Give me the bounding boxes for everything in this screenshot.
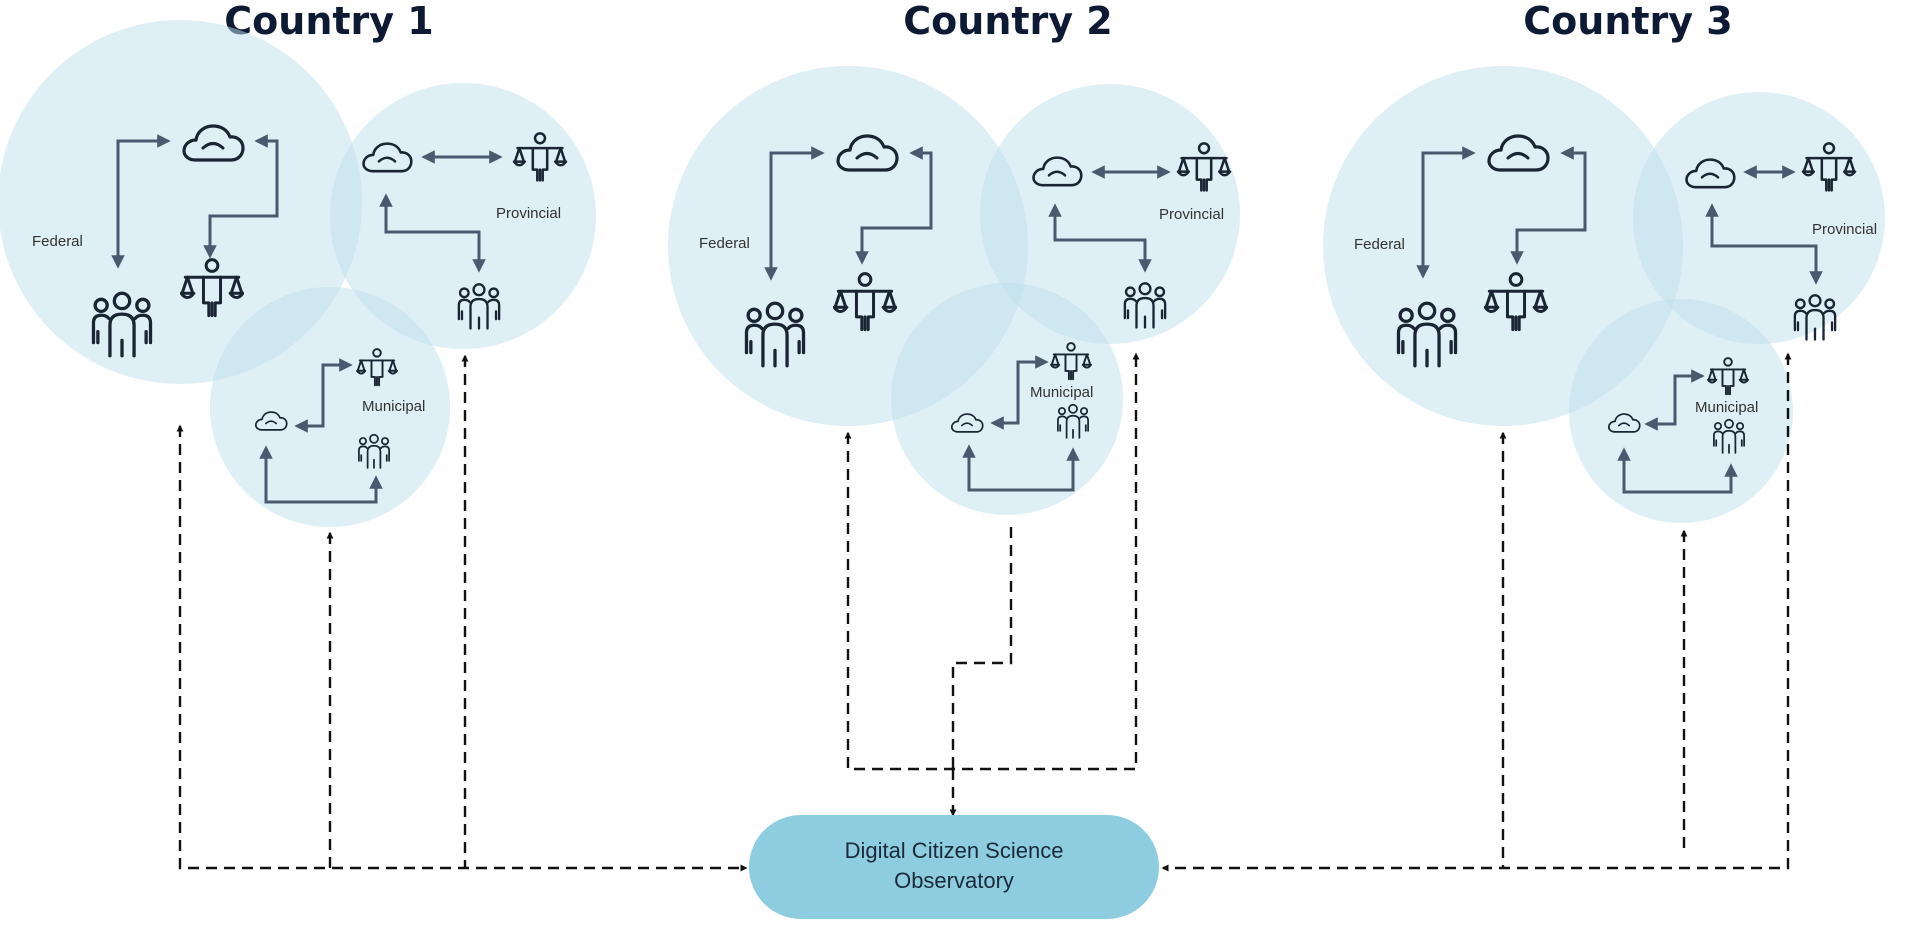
country-1-federal-circle bbox=[0, 20, 362, 384]
observatory-node[interactable]: Digital Citizen Science Observatory bbox=[749, 815, 1159, 919]
country-2-municipal-flow-lower bbox=[962, 444, 1080, 492]
country-3-federal-circle bbox=[1323, 66, 1683, 426]
country-3-federal-label: Federal bbox=[1354, 236, 1405, 253]
country-1-provincial-flow-lower bbox=[379, 193, 486, 273]
country-3-provincial-label: Provincial bbox=[1812, 221, 1877, 238]
country-2-provincial-label: Provincial bbox=[1159, 206, 1224, 223]
country-3-municipal-label: Municipal bbox=[1695, 399, 1758, 416]
country-3-group: Federal Provincial Municipal bbox=[1323, 66, 1885, 523]
country-1-federal-label: Federal bbox=[32, 233, 83, 250]
country-3-municipal-circle bbox=[1569, 299, 1793, 523]
country-2-group: Federal Provincial Municipal bbox=[668, 66, 1240, 515]
country-1-title: Country 1 bbox=[224, 0, 433, 43]
observatory-box[interactable] bbox=[749, 815, 1159, 919]
country-1-group: Federal Provincial Municipal bbox=[0, 20, 596, 527]
observatory-label-line-1: Digital Citizen Science bbox=[845, 838, 1064, 863]
country-3-provincial-flow-lower bbox=[1705, 203, 1823, 285]
country-2-federal-flow-left bbox=[764, 146, 825, 281]
country-1-federal-flow-right bbox=[203, 134, 279, 259]
country-2-federal-label: Federal bbox=[699, 235, 750, 252]
country-1-provincial-label: Provincial bbox=[496, 205, 561, 222]
country-3-title: Country 3 bbox=[1523, 0, 1732, 43]
country-1-municipal-label: Municipal bbox=[362, 398, 425, 415]
country-2-municipal-label: Municipal bbox=[1030, 384, 1093, 401]
country-2-municipal-link bbox=[951, 527, 1013, 769]
country-2-federal-link bbox=[844, 352, 1140, 771]
country-2-provincial-flow-lower bbox=[1048, 203, 1152, 273]
country-3-federal-flow-left bbox=[1416, 146, 1476, 279]
country-1-federal-link bbox=[176, 424, 748, 872]
country-2-title: Country 2 bbox=[903, 0, 1112, 43]
observatory-label-line-2: Observatory bbox=[894, 868, 1014, 893]
country-2-federal-flow-right bbox=[855, 146, 933, 265]
country-3-federal-flow-right bbox=[1510, 146, 1587, 265]
country-3-provincial-link bbox=[1161, 352, 1792, 872]
country-1-federal-flow-left bbox=[111, 134, 171, 269]
dashed-connectors bbox=[176, 352, 1792, 872]
